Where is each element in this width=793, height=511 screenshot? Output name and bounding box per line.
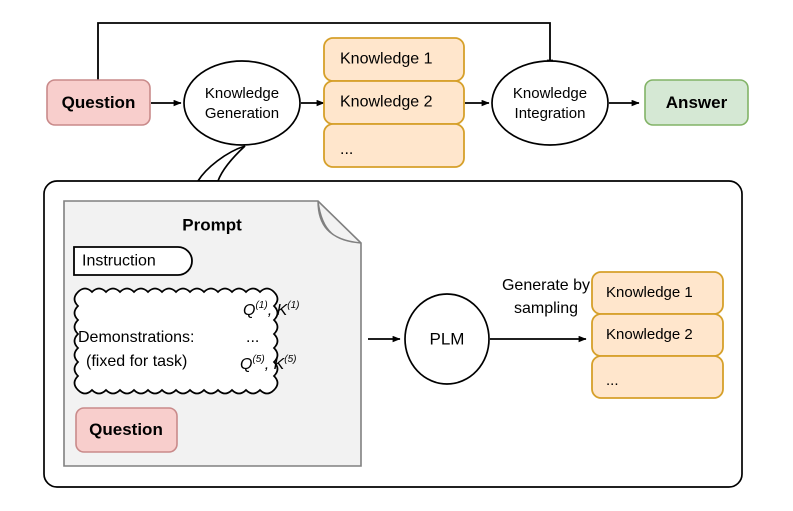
feedback-edge	[97, 22, 554, 80]
knowledge-generation-ellipse	[183, 60, 301, 146]
knowledge-item-label: Knowledge 2	[606, 326, 693, 343]
knowledge-stack-top: Knowledge 1 Knowledge 2 ...	[323, 37, 465, 168]
knowledge-generation-node: Knowledge Generation	[183, 60, 301, 146]
plm-ellipse	[404, 293, 490, 385]
answer-box-rect	[644, 79, 749, 126]
knowledge-item-label: Knowledge 1	[340, 51, 433, 68]
knowledge-generation-line2: Generation	[205, 105, 279, 122]
knowledge-item-box	[323, 123, 465, 168]
answer-box: Answer	[644, 79, 749, 126]
instruction-label: Instruction	[82, 253, 156, 270]
plm-node: PLM	[404, 293, 490, 385]
answer-label: Answer	[666, 93, 728, 112]
prompt-title: Prompt	[182, 215, 242, 234]
knowledge-item-label: ...	[340, 141, 353, 158]
knowledge-stack-bottom: Knowledge 1 Knowledge 2 ...	[591, 271, 724, 399]
generate-edge-line2: sampling	[514, 300, 578, 317]
question-label: Question	[62, 93, 136, 112]
demonstrations-example-5: Q(5), K(5)	[240, 354, 296, 374]
question-box-top: Question	[46, 79, 151, 126]
knowledge-item-label: ...	[606, 372, 619, 389]
question-box-in-prompt: Question	[75, 407, 178, 453]
demonstrations-left-line1: Demonstrations:	[78, 329, 195, 346]
knowledge-generation-line1: Knowledge	[205, 85, 279, 102]
callout-tail	[196, 145, 246, 182]
demonstrations-box: Demonstrations: (fixed for task) Q(1), K…	[73, 287, 299, 395]
knowledge-item-box	[591, 355, 724, 399]
knowledge-integration-line2: Integration	[515, 105, 586, 122]
question-box-rect	[75, 407, 178, 453]
demonstrations-example-ellipsis: ...	[246, 329, 259, 346]
knowledge-integration-line1: Knowledge	[513, 85, 587, 102]
prompt-folded-corner-icon	[317, 200, 362, 244]
generate-edge-line1: Generate by	[502, 277, 590, 294]
knowledge-integration-node: Knowledge Integration	[491, 60, 609, 146]
demonstrations-example-1: Q(1), K(1)	[243, 300, 299, 320]
knowledge-integration-ellipse	[491, 60, 609, 146]
knowledge-item-label: Knowledge 2	[340, 94, 433, 111]
question-box-rect	[46, 79, 151, 126]
knowledge-item-label: Knowledge 1	[606, 284, 693, 301]
question-label: Question	[89, 420, 163, 439]
plm-label: PLM	[430, 329, 465, 348]
demonstrations-cloud-border	[73, 287, 279, 395]
instruction-badge: Instruction	[73, 246, 193, 276]
demonstrations-left-line2: (fixed for task)	[86, 353, 187, 370]
instruction-badge-rect	[73, 246, 193, 276]
